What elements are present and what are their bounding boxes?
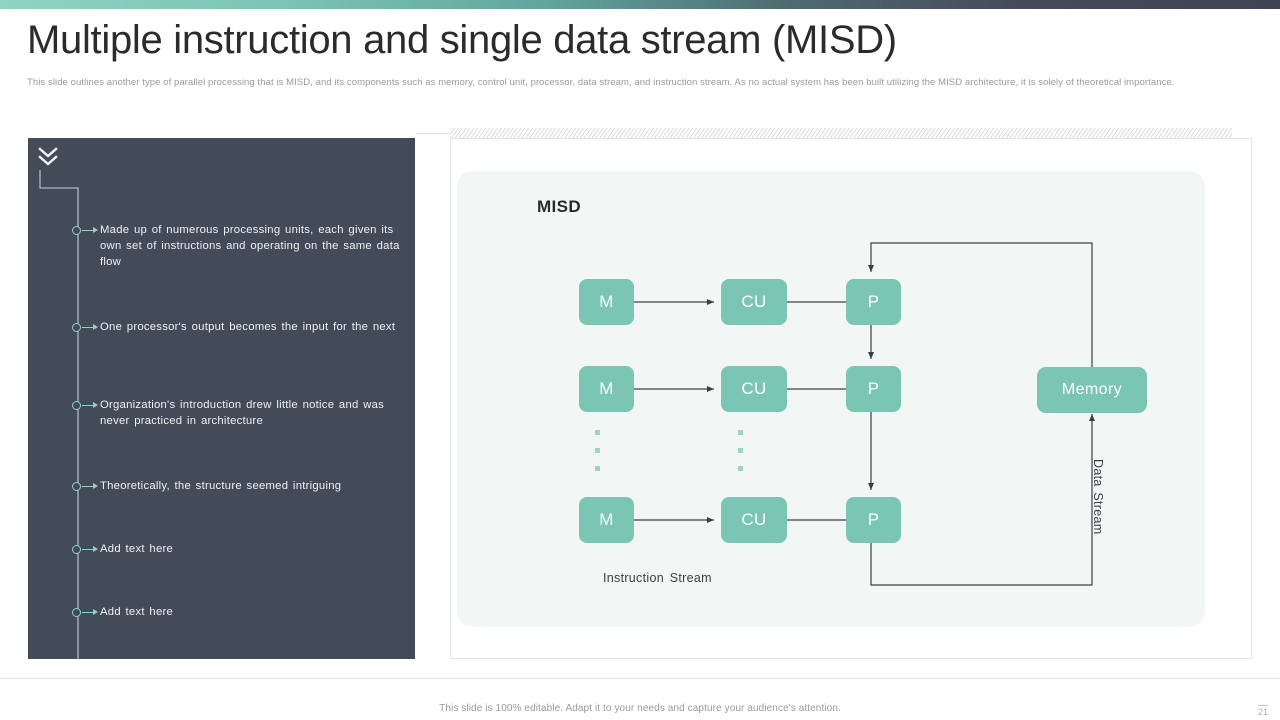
misd-diagram-card: MISD M CU P M xyxy=(457,171,1205,627)
node-memory-2[interactable]: M xyxy=(579,366,634,412)
bullet-arrow-icon xyxy=(72,399,100,413)
bullet-list-panel: Made up of numerous processing units, ea… xyxy=(28,138,415,659)
ellipsis-dots-control-unit xyxy=(738,430,743,484)
hatch-decoration-band xyxy=(450,128,1232,140)
hatch-lead-line xyxy=(416,133,452,134)
node-processor-1[interactable]: P xyxy=(846,279,901,325)
list-item[interactable]: Organization's introduction drew little … xyxy=(72,397,402,429)
page-subtitle: This slide outlines another type of para… xyxy=(27,77,1175,88)
bullet-arrow-icon xyxy=(72,480,100,494)
list-item-label: Theoretically, the structure seemed intr… xyxy=(100,480,342,492)
top-gradient-bar xyxy=(0,0,1280,9)
node-processor-3[interactable]: P xyxy=(846,497,901,543)
node-memory-3[interactable]: M xyxy=(579,497,634,543)
page-number: 21 xyxy=(1257,705,1268,717)
node-control-unit-3[interactable]: CU xyxy=(721,497,787,543)
list-item[interactable]: Made up of numerous processing units, ea… xyxy=(72,222,402,270)
node-memory-1[interactable]: M xyxy=(579,279,634,325)
node-control-unit-1[interactable]: CU xyxy=(721,279,787,325)
bullet-arrow-icon xyxy=(72,543,100,557)
bullet-arrow-icon xyxy=(72,606,100,620)
ellipsis-dots-memory xyxy=(595,430,600,484)
node-control-unit-2[interactable]: CU xyxy=(721,366,787,412)
list-item-label: One processor's output becomes the input… xyxy=(100,321,396,333)
list-item[interactable]: Theoretically, the structure seemed intr… xyxy=(72,478,402,494)
footer-divider xyxy=(0,678,1280,679)
bullet-list: Made up of numerous processing units, ea… xyxy=(28,138,415,659)
chevron-double-down-icon[interactable] xyxy=(36,144,60,170)
list-item-label: Add text here xyxy=(100,606,174,618)
bullet-arrow-icon xyxy=(72,224,100,238)
instruction-stream-label: Instruction Stream xyxy=(603,571,712,585)
list-item-label: Organization's introduction drew little … xyxy=(100,399,385,428)
list-item-label: Add text here xyxy=(100,543,174,555)
node-shared-memory[interactable]: Memory xyxy=(1037,367,1147,413)
diagram-title: MISD xyxy=(537,197,582,216)
list-item[interactable]: Add text here xyxy=(72,541,402,557)
bullet-arrow-icon xyxy=(72,321,100,335)
list-item[interactable]: One processor's output becomes the input… xyxy=(72,319,402,335)
node-processor-2[interactable]: P xyxy=(846,366,901,412)
list-item[interactable]: Add text here xyxy=(72,604,402,620)
page-title: Multiple instruction and single data str… xyxy=(27,18,897,62)
data-stream-label: Data Stream xyxy=(1091,459,1105,535)
list-item-label: Made up of numerous processing units, ea… xyxy=(100,224,400,269)
footer-note: This slide is 100% editable. Adapt it to… xyxy=(439,703,841,714)
